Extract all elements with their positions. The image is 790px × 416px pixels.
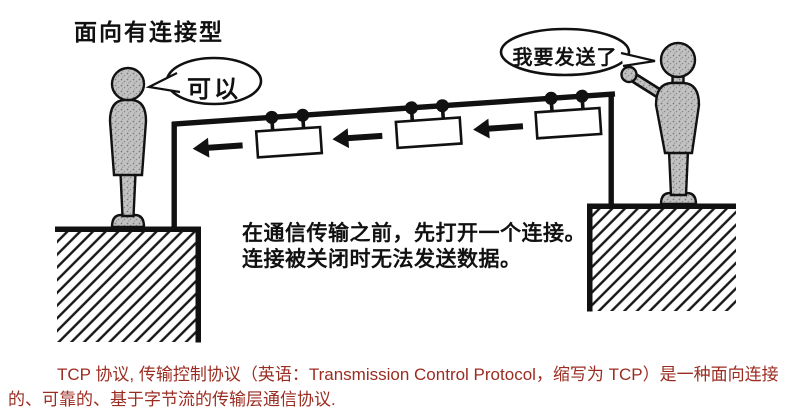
cable-left-vertical	[171, 122, 177, 229]
packet-1	[254, 108, 324, 159]
sender-leg	[667, 149, 690, 197]
packet-2	[394, 99, 463, 150]
speech-tail-left	[145, 72, 181, 94]
packet-box	[394, 116, 463, 150]
tcp-caption-line-2: 的、可靠的、基于字节流的传输层通信协议.	[8, 389, 336, 409]
connection-diagram	[55, 27, 736, 343]
speech-text-left: 可以	[187, 76, 241, 103]
receiver-head	[110, 66, 146, 102]
packet-box	[534, 106, 603, 140]
diagram-title: 面向有连接型	[74, 19, 224, 45]
right-platform	[587, 203, 736, 312]
trolley-wheel	[435, 99, 449, 113]
tcp-caption: TCP 协议, 传输控制协议（英语：Transmission Control P…	[8, 363, 786, 412]
trolley-wheel	[296, 108, 310, 122]
speech-bubble-left	[145, 56, 263, 106]
sender-head	[659, 41, 697, 79]
packet-box	[254, 125, 324, 159]
flow-arrow-left-3	[473, 118, 524, 139]
speech-tail-right	[620, 51, 656, 68]
right-platform-left-edge	[587, 203, 593, 312]
trolley-wheel	[404, 101, 418, 115]
right-platform-hatch	[590, 206, 736, 311]
left-platform	[55, 226, 201, 343]
sender-hand	[620, 65, 638, 84]
left-platform-hatch	[57, 229, 198, 342]
cable-right-vertical	[608, 92, 614, 205]
receiver-leg	[119, 172, 137, 218]
diagram-note: 在通信传输之前，先打开一个连接。 连接被关闭时无法发送数据。	[242, 221, 586, 272]
trolley-wheel	[265, 110, 279, 124]
sender-figure	[620, 41, 701, 206]
left-platform-top-edge	[55, 226, 201, 232]
receiver-body	[108, 98, 148, 177]
speech-bubble-right	[499, 27, 656, 77]
flow-arrow-left-1	[192, 137, 243, 158]
trolley-wheel	[544, 91, 558, 105]
speech-text-right: 我要发送了	[512, 47, 618, 69]
right-platform-top-edge	[587, 203, 736, 209]
receiver-foot	[110, 213, 146, 229]
flow-arrow-left-2	[332, 128, 383, 149]
receiver-figure	[108, 66, 148, 229]
left-platform-right-edge	[195, 226, 201, 343]
trolley-wheel	[575, 89, 589, 103]
packet-3	[534, 89, 603, 140]
cable-span	[171, 89, 616, 159]
diagram-note-line-2: 连接被关闭时无法发送数据。	[242, 247, 522, 271]
connection-cable	[171, 91, 616, 127]
tcp-caption-line-1: TCP 协议, 传输控制协议（英语：Transmission Control P…	[57, 365, 779, 384]
sender-body	[654, 81, 701, 155]
diagram-note-line-1: 在通信传输之前，先打开一个连接。	[242, 222, 586, 245]
